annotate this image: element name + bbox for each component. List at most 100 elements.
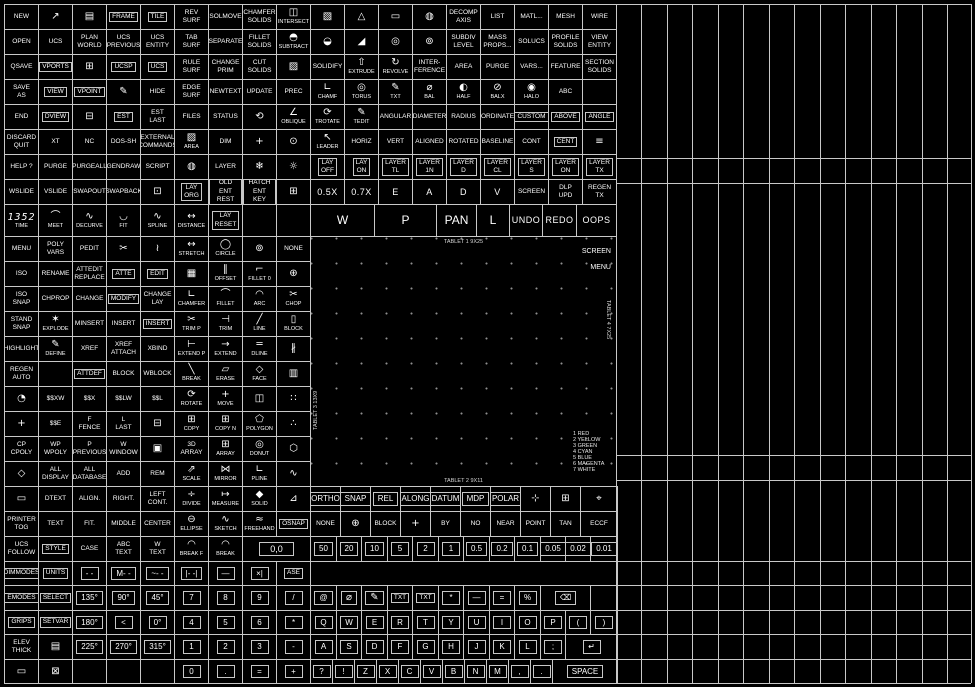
cell-[interactable]: % — [514, 585, 541, 611]
cell-frame[interactable]: FRAME — [106, 4, 141, 30]
cell-status[interactable]: STATUS — [208, 104, 243, 130]
cell-diameter[interactable]: DIAMETER — [412, 104, 447, 130]
cell-xref[interactable]: XREF — [72, 336, 107, 362]
cell-purge[interactable]: PURGE — [38, 154, 73, 180]
cell-5[interactable]: 5 — [208, 610, 243, 635]
cell-nc[interactable]: NC — [72, 129, 107, 155]
cell-feature[interactable]: FEATURE — [548, 54, 583, 80]
hatch-v-icon[interactable]: ▥ — [276, 361, 311, 387]
cell-45[interactable]: 45° — [140, 585, 175, 611]
cell-[interactable]: ~- - — [140, 561, 175, 586]
sketchpad-icon[interactable]: ▤ — [38, 634, 73, 660]
cell-ucs[interactable]: UCS — [140, 54, 175, 80]
cell[interactable] — [242, 204, 277, 237]
cell-freehand[interactable]: ≈FREEHAND — [242, 511, 277, 537]
wave-icon[interactable]: ≀ — [140, 236, 175, 262]
cell-donut[interactable]: ◎DONUT — [242, 436, 277, 462]
cell-cont[interactable]: CONT — [514, 129, 549, 155]
wedge-icon[interactable]: ◢ — [344, 29, 379, 55]
cell-erase[interactable]: ▱ERASE — [208, 361, 243, 387]
sphere-icon[interactable]: ◍ — [412, 4, 447, 30]
cell-p[interactable]: P — [374, 204, 437, 237]
cell-e[interactable]: E — [378, 179, 413, 205]
cell-sketch[interactable]: ∿SKETCH — [208, 511, 243, 537]
slide-icon[interactable]: ⊡ — [140, 179, 175, 205]
cell-half[interactable]: ◐HALF — [446, 79, 481, 105]
cell-revolve[interactable]: ↻REVOLVE — [378, 54, 413, 80]
cell-list[interactable]: LIST — [480, 4, 515, 30]
cell-update[interactable]: UPDATE — [242, 79, 277, 105]
cell-xbind[interactable]: XBIND — [140, 336, 175, 362]
block-grid-icon[interactable]: ▦ — [174, 261, 209, 287]
cell-arc[interactable]: ◠ARC — [242, 286, 277, 312]
cell-dline[interactable]: ═DLINE — [242, 336, 277, 362]
cell-tedit[interactable]: ✎TEDIT — [344, 104, 379, 130]
pencil-icon[interactable]: ✎ — [106, 79, 141, 105]
cell-m[interactable]: M — [486, 659, 509, 684]
cell-i[interactable]: I — [489, 610, 515, 635]
cell-undo[interactable]: UNDO — [509, 204, 543, 237]
cell-trim[interactable]: ⊣TRIM — [208, 311, 243, 337]
cell-distance[interactable]: ↔DISTANCE — [174, 204, 209, 237]
cell-315[interactable]: 315° — [140, 634, 175, 660]
grid-icon[interactable]: ⊞ — [276, 179, 311, 205]
cell-oops[interactable]: OOPS — [576, 204, 617, 237]
wave2-icon[interactable]: ∿ — [276, 461, 311, 487]
hatch-icon[interactable]: ▤ — [72, 4, 107, 30]
diameter-key-icon[interactable]: ⌀ — [336, 585, 362, 611]
cell-rem[interactable]: REM — [140, 461, 175, 487]
cell-redo[interactable]: REDO — [542, 204, 577, 237]
cell-vslide[interactable]: VSLIDE — [38, 179, 73, 205]
merge-icon[interactable]: ⊠ — [38, 659, 73, 684]
cell-d[interactable]: D — [361, 634, 388, 660]
cell-fit[interactable]: FIT. — [72, 511, 107, 537]
cell-center[interactable]: CENTER — [140, 511, 175, 537]
cell-define[interactable]: ✎DEFINE — [38, 336, 73, 362]
cell-point[interactable]: POINT — [520, 511, 551, 537]
cell-extend[interactable]: →EXTEND — [208, 336, 243, 362]
cell-separate[interactable]: SEPARATE — [208, 29, 243, 55]
cell-g[interactable]: G — [412, 634, 439, 660]
cell[interactable] — [582, 79, 617, 105]
cell-4[interactable]: 4 — [174, 610, 209, 635]
cell-0-01[interactable]: 0.01 — [590, 536, 618, 562]
box-solid-icon[interactable]: ▧ — [310, 4, 345, 30]
cell-ortho[interactable]: ORTHO — [310, 486, 341, 512]
cell-chamf[interactable]: ∟CHAMF — [310, 79, 345, 105]
circle-plus-icon[interactable]: ⊕ — [276, 261, 311, 287]
cell-mesh[interactable]: MESH — [548, 4, 583, 30]
cell-solucs[interactable]: SOLUCS — [514, 29, 549, 55]
cell-wslide[interactable]: WSLIDE — [4, 179, 39, 205]
cell[interactable] — [276, 204, 311, 237]
cell-osnap[interactable]: OSNAP — [276, 511, 311, 537]
cell-a[interactable]: A — [310, 634, 337, 660]
cell-ordinate[interactable]: ORDINATE — [480, 104, 515, 130]
plus-icon[interactable]: + — [4, 411, 39, 437]
grid2-icon[interactable]: ⊞ — [550, 486, 581, 512]
thaw-icon[interactable]: ☼ — [276, 154, 311, 180]
cell-emodes[interactable]: EMODES — [4, 585, 39, 611]
cell-horiz[interactable]: HORIZ — [344, 129, 379, 155]
snap-plus-icon[interactable]: + — [400, 511, 431, 537]
remove-box-icon[interactable]: ⊟ — [140, 411, 175, 437]
cell-solid[interactable]: ◆SOLID — [242, 486, 277, 512]
screen-pointing-area[interactable]: TABLET 1 9X25 TABLET 2 9X11 SCREEN MENU … — [310, 236, 617, 487]
